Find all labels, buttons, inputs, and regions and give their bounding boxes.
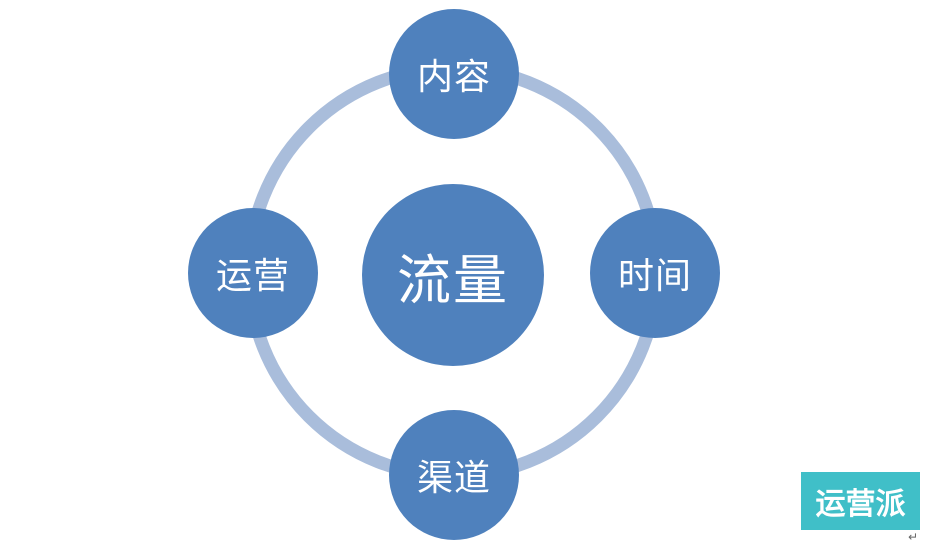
paragraph-return-icon: ↵ — [908, 530, 919, 544]
node-traffic-center: 流量 — [362, 184, 544, 366]
node-channel-label: 渠道 — [416, 458, 491, 499]
node-content: 内容 — [389, 9, 519, 139]
node-channel: 渠道 — [389, 410, 519, 540]
node-traffic-label: 流量 — [397, 248, 509, 312]
watermark-logo: 运营派 — [801, 472, 920, 530]
node-operation-label: 运营 — [215, 256, 290, 297]
watermark-logo-text: 运营派 — [815, 487, 906, 522]
node-content-label: 内容 — [416, 57, 491, 98]
node-operation: 运营 — [188, 208, 318, 338]
node-time: 时间 — [590, 208, 720, 338]
node-time-label: 时间 — [617, 256, 692, 297]
